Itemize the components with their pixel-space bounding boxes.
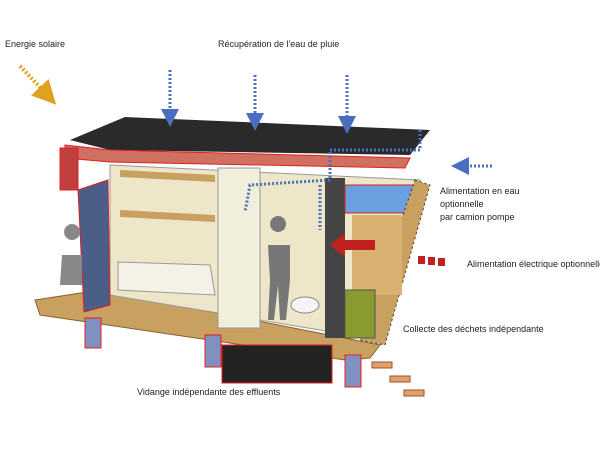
label-water-supply: Alimentation en eau optionnelle par cami…	[440, 185, 520, 224]
shelf	[120, 210, 215, 222]
drainage-tank	[221, 344, 333, 384]
waste-bin	[344, 289, 376, 339]
bed	[117, 261, 216, 296]
solar-arrow	[18, 64, 57, 105]
partition-wall	[217, 167, 261, 329]
label-electric-supply: Alimentation électrique optionnelle	[467, 259, 600, 269]
label-solar-energy: Energie solaire	[5, 39, 66, 49]
person-standing	[268, 216, 290, 320]
label-line: Alimentation en eau	[440, 186, 520, 196]
electric-arrow	[330, 233, 375, 257]
water-pipe	[243, 130, 422, 213]
label-rainwater: Récupération de l'eau de pluie	[218, 39, 340, 49]
label-line: par camion pompe	[440, 212, 515, 222]
support-block	[84, 317, 102, 349]
person-sitting	[60, 224, 82, 285]
wood-cladding	[352, 215, 402, 295]
partition-wall	[325, 178, 345, 338]
roof-edge	[59, 147, 79, 191]
water-tank	[344, 184, 416, 214]
electric-cable	[418, 256, 445, 266]
drainage-pipes	[371, 361, 425, 397]
support-block	[344, 354, 362, 388]
glass-door	[77, 179, 111, 313]
label-waste: Collecte des déchets indépendante	[403, 324, 544, 334]
label-line: optionnelle	[440, 199, 484, 209]
shelf	[120, 170, 215, 182]
support-block	[204, 334, 222, 368]
label-drainage: Vidange indépendante des effluents	[137, 387, 281, 397]
toilet	[290, 296, 320, 314]
